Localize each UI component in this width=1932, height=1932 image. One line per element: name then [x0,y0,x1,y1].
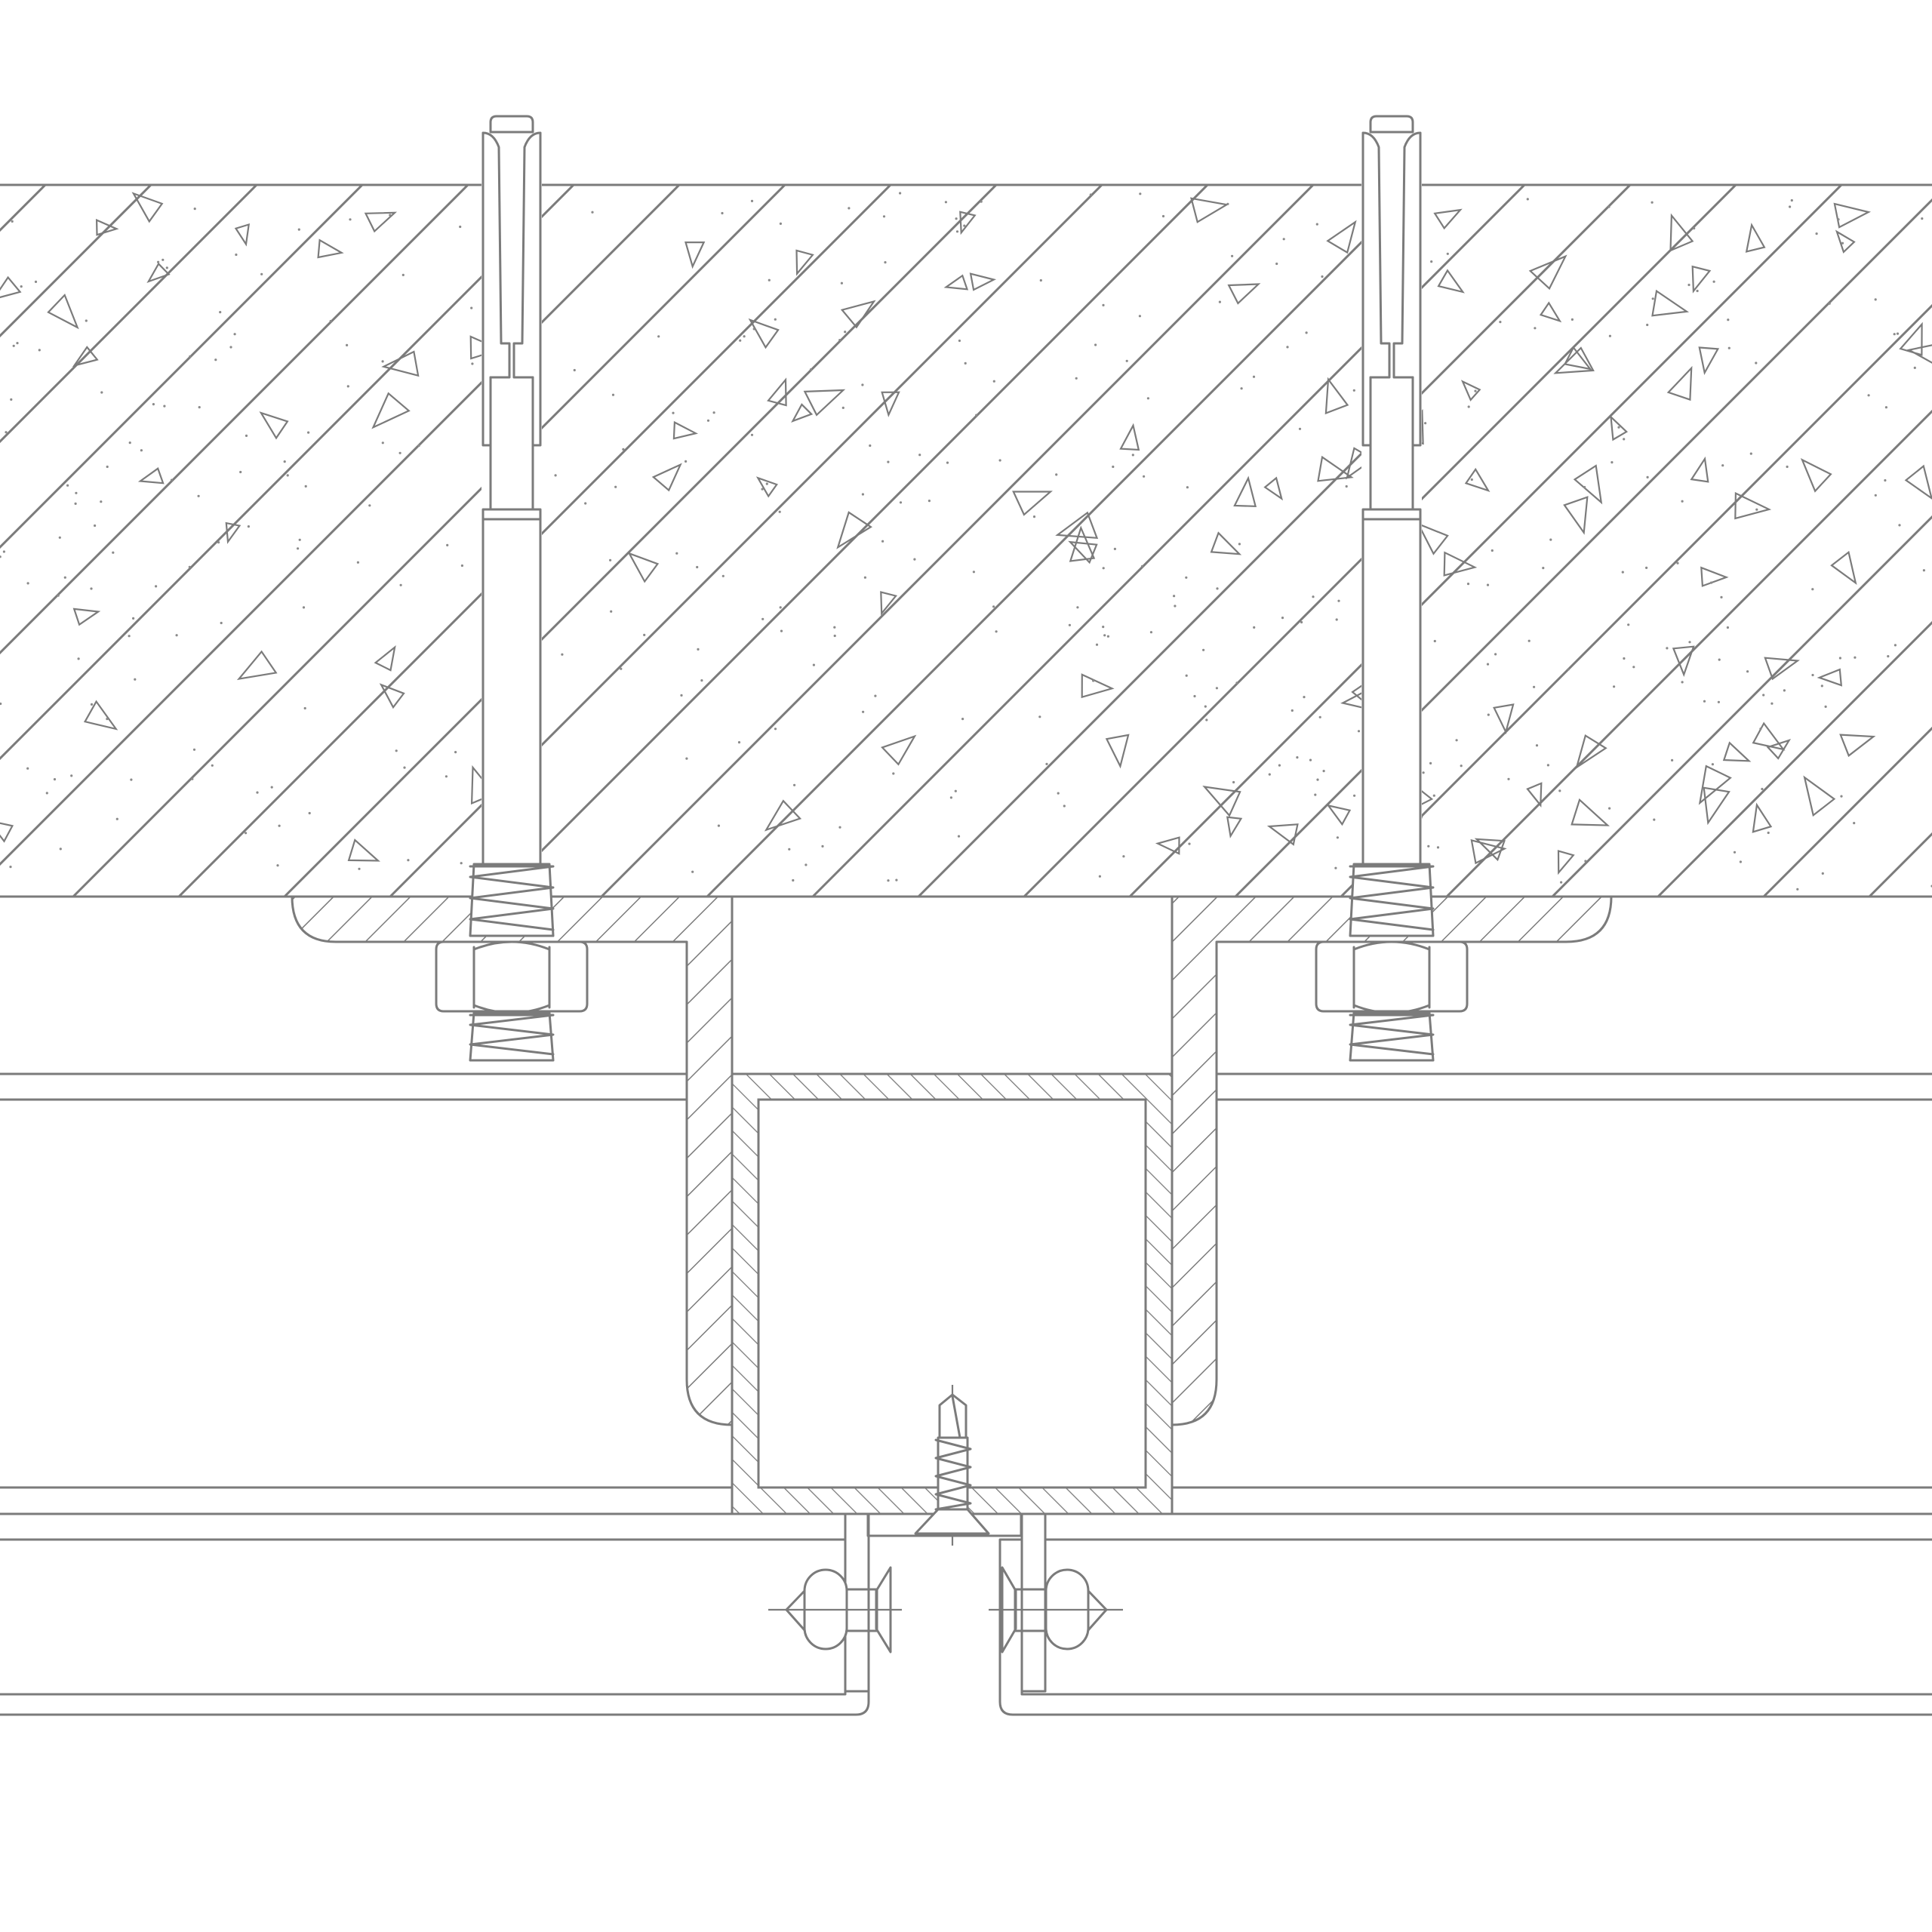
anchor-bolt-left [435,113,589,1062]
anchor-bolt-right [1315,113,1469,1062]
panel-clip-left [768,1512,902,1693]
steel-bracket [291,895,1613,1426]
self-tapping-screw [914,1385,990,1546]
concrete-aggregate [0,192,1932,891]
concrete-slab [0,183,1932,898]
concrete-hatch-lines [0,185,1932,897]
panel-right [998,1538,1932,1716]
panel-left [0,1538,870,1716]
